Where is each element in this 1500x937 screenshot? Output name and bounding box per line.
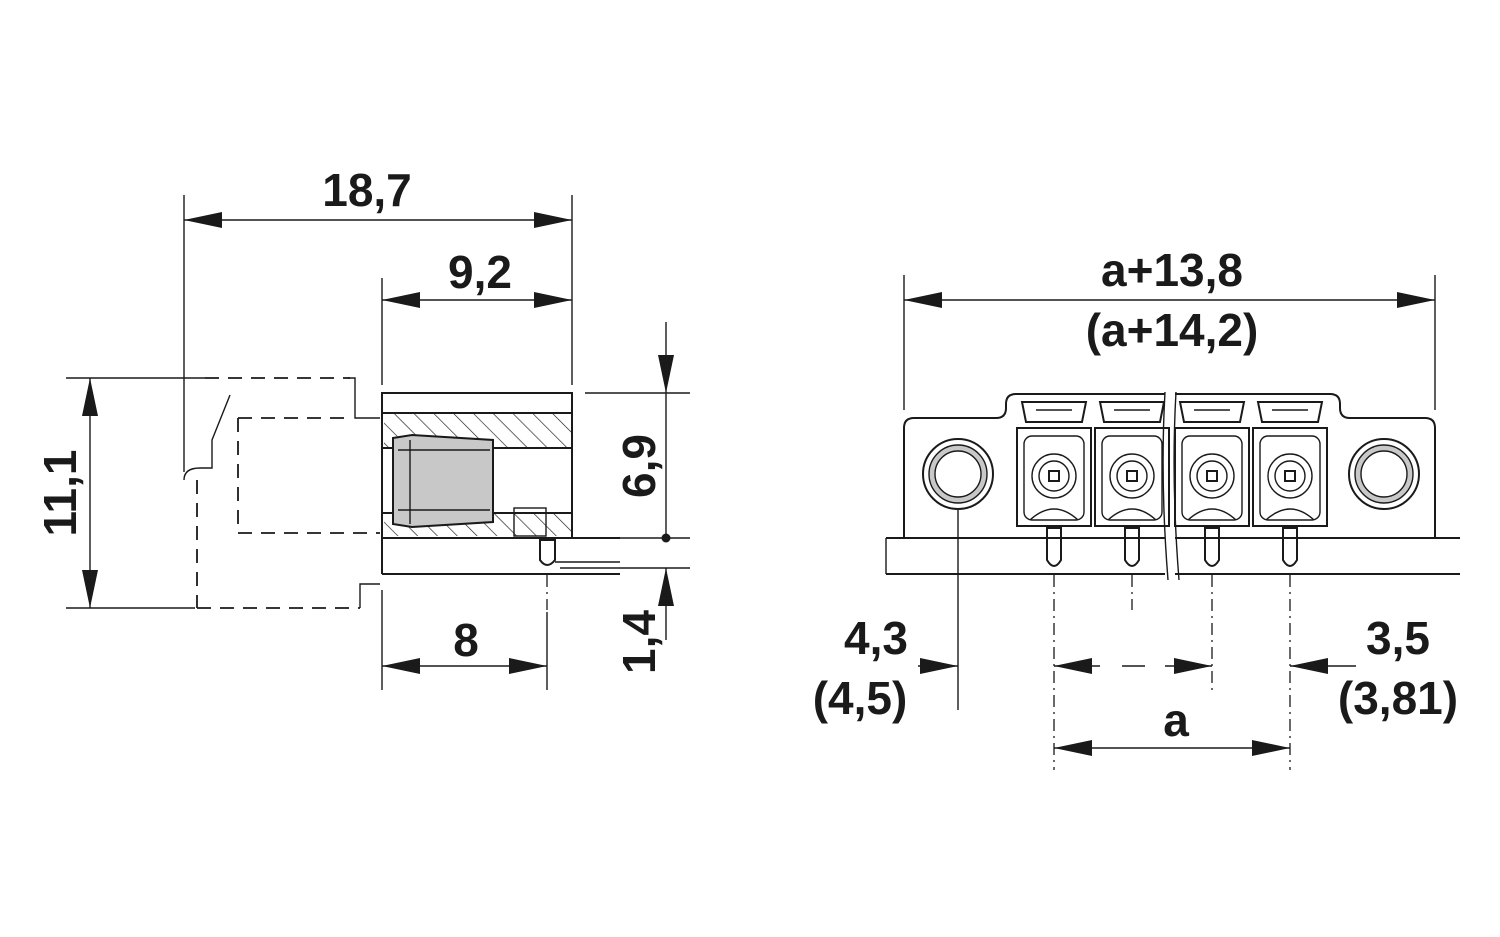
dimension-pitch-total: a <box>1054 694 1290 756</box>
dim-height-label: 11,1 <box>34 450 86 537</box>
header-body <box>381 392 573 539</box>
dim-right-offset-label: 3,5 <box>1366 612 1430 664</box>
mounting-hole-right <box>1348 438 1420 510</box>
dim-pin-offset-label: 8 <box>453 614 479 666</box>
pcb-and-pin <box>381 537 620 610</box>
dim-left-offset-alt-label: (4,5) <box>813 672 908 724</box>
dim-total-width-label: a+13,8 <box>1101 244 1243 296</box>
side-view: 18,7 9,2 11,1 6,9 1,4 <box>34 164 690 690</box>
dimension-total-width: a+13,8 (a+14,2) <box>904 244 1435 356</box>
side-extension-lines <box>66 195 690 690</box>
dim-right-offset-alt-label: (3,81) <box>1338 672 1458 724</box>
dimension-header-height: 6,9 <box>613 355 674 543</box>
contact-position <box>1094 401 1170 610</box>
dim-overall-width-label: 18,7 <box>322 164 412 216</box>
mounting-hole-left <box>922 438 994 510</box>
contact-positions <box>1016 401 1328 770</box>
front-extension-lines <box>903 275 1436 710</box>
dim-pin-length-label: 1,4 <box>613 610 665 674</box>
dim-pitch-total-label: a <box>1163 694 1189 746</box>
dimension-header-width: 9,2 <box>382 246 572 308</box>
mating-plug-outline <box>183 377 380 609</box>
dimension-pin-length: 1,4 <box>613 568 674 674</box>
contact-position <box>1174 401 1250 690</box>
contact-position <box>1252 401 1328 770</box>
dim-header-width-label: 9,2 <box>448 246 512 298</box>
dimension-height: 11,1 <box>34 378 98 608</box>
dimension-overall-width: 18,7 <box>184 164 572 228</box>
dimension-pin-offset: 8 <box>382 614 547 674</box>
dim-total-width-alt-label: (a+14,2) <box>1086 304 1259 356</box>
front-view: a+13,8 (a+14,2) 4,3 (4,5) 3,5 (3,81) a <box>813 244 1460 770</box>
dim-header-height-label: 6,9 <box>613 434 665 498</box>
dimension-offsets: 4,3 (4,5) 3,5 (3,81) <box>813 612 1458 724</box>
dim-left-offset-label: 4,3 <box>844 612 908 664</box>
contact-position <box>1016 401 1092 770</box>
